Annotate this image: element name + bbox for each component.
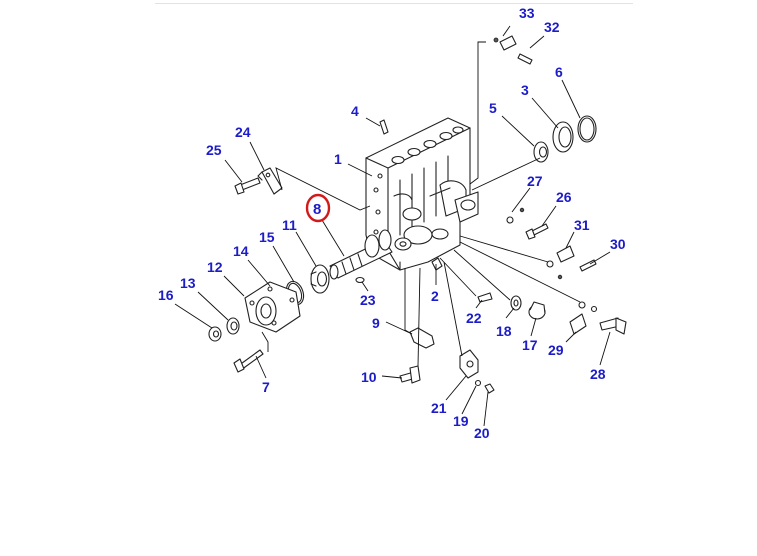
bush-5: [533, 141, 549, 163]
callout-2: 2: [431, 288, 439, 304]
cap-9: [409, 327, 435, 349]
callout-17: 17: [522, 337, 538, 353]
bracket-29: [569, 301, 598, 335]
bolt-26: [525, 223, 549, 240]
callout-16: 16: [158, 287, 174, 303]
bolt-10: [399, 365, 421, 384]
parts-drawing: [208, 35, 627, 394]
callout-12: 12: [207, 259, 223, 275]
washer-19: [474, 379, 482, 387]
callout-32: 32: [544, 19, 560, 35]
callout-30: 30: [610, 236, 626, 252]
bracket-21: [459, 349, 479, 379]
bracket-24: [257, 167, 283, 195]
screw-32: [517, 53, 533, 65]
o-ring-6: [577, 115, 597, 143]
callout-9: 9: [372, 315, 380, 331]
pump-housing: [365, 117, 479, 271]
callout-31: 31: [574, 217, 590, 233]
leader-lines: [174, 25, 611, 427]
clip-31: [546, 245, 575, 268]
bolt-28: [599, 317, 627, 335]
bolt-30: [557, 259, 597, 280]
clip-33: [493, 35, 517, 51]
callout-4: 4: [351, 103, 359, 119]
callout-1: 1: [334, 151, 342, 167]
camshaft: [329, 229, 393, 280]
callout-11: 11: [282, 217, 297, 233]
plug-17: [528, 301, 546, 320]
stud-4: [379, 119, 389, 135]
callout-14: 14: [233, 243, 249, 259]
bolt-7: [233, 349, 264, 373]
callout-33: 33: [519, 5, 535, 21]
callout-26: 26: [556, 189, 572, 205]
callout-20: 20: [474, 425, 490, 441]
bearing-part: [310, 264, 330, 294]
callout-22: 22: [466, 310, 482, 326]
nut-20: [484, 383, 495, 394]
oil-seal: [226, 317, 240, 335]
callout-3: 3: [521, 82, 529, 98]
washer-27: [506, 207, 525, 224]
callout-5: 5: [489, 100, 497, 116]
callout-24: 24: [235, 124, 251, 140]
callout-labels: 33 32 6 3 5 4 24 25 1 27 26 8 11 15 14 3…: [158, 5, 626, 441]
washer-23: [355, 276, 365, 284]
callout-18: 18: [496, 323, 512, 339]
callout-8-highlight-ring: [305, 193, 331, 223]
callout-29: 29: [548, 342, 564, 358]
bolt-22: [477, 292, 493, 303]
callout-7: 7: [262, 379, 270, 395]
top-border-line: [155, 3, 633, 4]
callout-21: 21: [431, 400, 447, 416]
callout-8: 8: [313, 201, 321, 218]
shaft-nut: [208, 326, 222, 342]
callout-13: 13: [180, 275, 196, 291]
callout-27: 27: [527, 173, 543, 189]
callout-25: 25: [206, 142, 222, 158]
bolt-25: [234, 177, 261, 195]
cover-plate: [244, 281, 301, 333]
callout-19: 19: [453, 413, 469, 429]
ring-3: [552, 121, 574, 153]
stud-2: [431, 257, 443, 271]
callout-15: 15: [259, 229, 275, 245]
gasket-18: [510, 295, 522, 311]
callout-23: 23: [360, 292, 376, 308]
callout-28: 28: [590, 366, 606, 382]
callout-6: 6: [555, 64, 563, 80]
callout-10: 10: [361, 369, 377, 385]
